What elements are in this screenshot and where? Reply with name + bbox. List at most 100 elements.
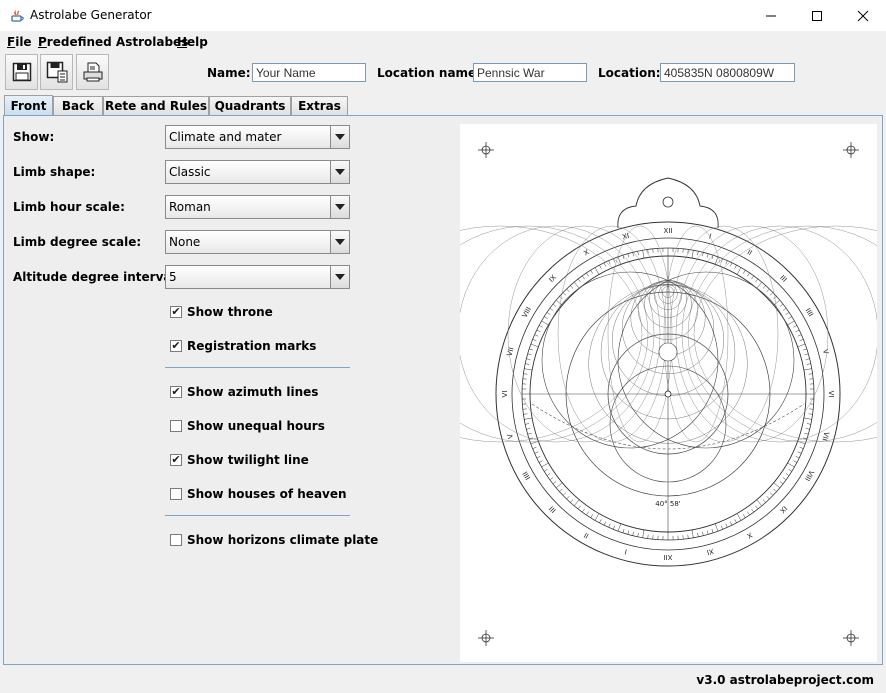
azimuth-line (607, 225, 673, 443)
save-as-button[interactable] (40, 54, 73, 90)
save-button[interactable] (5, 54, 38, 90)
degree-tick (538, 460, 543, 463)
degree-tick (555, 299, 563, 306)
tab-extras[interactable]: Extras (291, 96, 348, 115)
chevron-down-icon[interactable] (330, 266, 349, 288)
twilight-line (531, 403, 805, 450)
print-button[interactable] (76, 54, 109, 90)
degree-tick (642, 529, 645, 538)
degree-tick (795, 456, 800, 459)
altitude-degree-interval-combo-value: 5 (169, 270, 177, 284)
degree-tick (725, 260, 728, 265)
degree-tick (687, 249, 689, 254)
maximize-button[interactable] (794, 0, 840, 31)
chevron-down-icon[interactable] (330, 196, 349, 218)
title-bar (0, 0, 886, 31)
menu-file[interactable]: File (7, 35, 32, 49)
menu-help-mnemonic: H (177, 35, 188, 49)
menu-file-mnemonic: F (7, 35, 16, 49)
show-throne-checkbox[interactable]: ✔ (170, 305, 182, 318)
degree-tick (523, 373, 528, 375)
show-horizons-climate-plate-label: Show horizons climate plate (187, 533, 379, 547)
tab-front[interactable]: Front (4, 95, 53, 116)
tab-back[interactable]: Back (53, 96, 103, 115)
altitude-degree-interval-label: Altitude degree interval: (13, 270, 181, 284)
tab-rete-and-rules[interactable]: Rete and Rules (103, 96, 209, 115)
chevron-down-icon[interactable] (330, 126, 349, 148)
limb-hour-scale-label: Limb hour scale: (13, 200, 125, 214)
degree-tick (720, 258, 723, 263)
hour-numeral: II (583, 531, 591, 540)
limb-shape-label: Limb shape: (13, 165, 96, 179)
menu-help[interactable]: Help (177, 35, 208, 49)
hour-numeral: XII (664, 553, 673, 561)
separator (165, 515, 350, 516)
degree-tick (773, 488, 777, 492)
degree-tick (524, 417, 533, 420)
degree-tick (536, 329, 541, 332)
degree-tick (797, 334, 802, 337)
limb-degree-scale-label: Limb degree scale: (13, 235, 142, 249)
degree-tick (599, 519, 602, 524)
limb-shape-combo-value: Classic (169, 165, 211, 179)
print-icon (83, 62, 102, 82)
registration-marks-checkbox[interactable]: ✔ (170, 339, 182, 352)
degree-tick (788, 469, 792, 472)
menu-predefined-astrolabes[interactable]: Predefined Astrolabes (38, 35, 188, 49)
degree-tick (617, 523, 622, 532)
show-twilight-line-checkbox[interactable]: ✔ (170, 453, 182, 466)
altitude-degree-interval-combo[interactable]: 5 (165, 265, 350, 289)
degree-tick (622, 528, 625, 533)
limb-shape-combo[interactable]: Classic (165, 160, 350, 184)
degree-tick (785, 473, 790, 476)
degree-tick (762, 285, 766, 289)
minimize-button[interactable] (748, 0, 794, 31)
show-combo[interactable]: Climate and mater (165, 125, 350, 149)
degree-tick (806, 363, 811, 365)
show-azimuth-lines-checkbox[interactable]: ✔ (170, 385, 182, 398)
degree-tick (804, 353, 809, 356)
name-field[interactable] (252, 63, 366, 82)
degree-tick (736, 513, 742, 521)
chevron-down-icon[interactable] (330, 161, 349, 183)
degree-tick (527, 353, 532, 356)
degree-tick (527, 432, 532, 435)
degree-tick (632, 252, 634, 257)
show-unequal-hours-checkbox[interactable] (170, 420, 182, 432)
degree-tick (691, 250, 694, 259)
degree-tick (544, 469, 548, 472)
degree-tick (526, 358, 531, 360)
show-houses-of-heaven-checkbox[interactable] (170, 488, 182, 500)
degree-tick (743, 270, 746, 274)
close-button[interactable] (840, 0, 886, 31)
show-horizons-climate-plate-checkbox[interactable] (170, 534, 182, 546)
azimuth-line (693, 225, 886, 443)
degree-tick (586, 511, 589, 516)
degree-tick (577, 278, 581, 283)
limb-degree-scale-combo[interactable]: None (165, 230, 350, 254)
location-field[interactable] (660, 63, 795, 82)
degree-tick (782, 477, 787, 481)
zenith-circle (658, 342, 678, 362)
degree-tick (714, 256, 719, 265)
degree-tick (546, 473, 551, 476)
limb-hour-scale-combo[interactable]: Roman (165, 195, 350, 219)
limb-hour-scale-combo-value: Roman (169, 200, 211, 214)
tab-quadrants[interactable]: Quadrants (209, 96, 291, 115)
degree-tick (762, 499, 766, 503)
degree-tick (766, 288, 770, 293)
show-unequal-hours-label: Show unequal hours (187, 419, 325, 433)
degree-tick (577, 505, 581, 510)
degree-tick (532, 339, 537, 342)
window-title: Astrolabe Generator (30, 8, 152, 22)
degree-tick (747, 511, 750, 516)
show-label: Show: (13, 130, 55, 144)
degree-tick (603, 521, 606, 526)
separator (165, 367, 350, 368)
degree-tick (613, 258, 616, 263)
location-name-field[interactable] (473, 63, 587, 82)
degree-tick (562, 492, 567, 496)
location-name-label: Location name: (377, 66, 481, 80)
chevron-down-icon[interactable] (330, 231, 349, 253)
